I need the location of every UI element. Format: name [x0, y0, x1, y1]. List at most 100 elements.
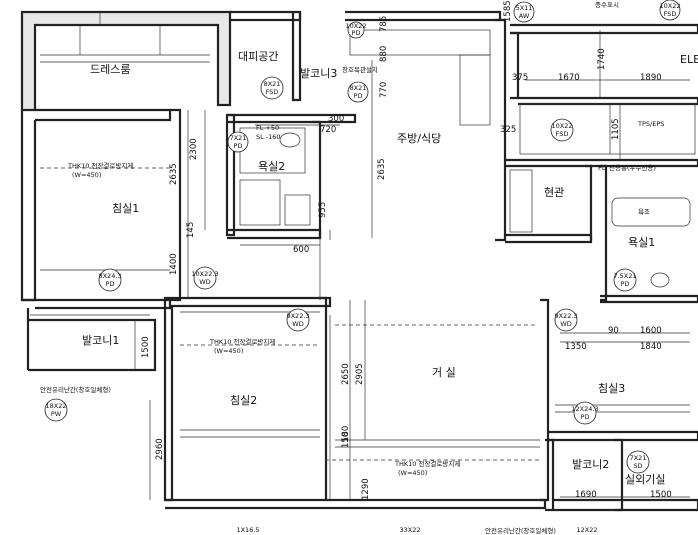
room-kitchen-sub: 창호목관설치: [342, 65, 378, 74]
dim-1290: 1290: [361, 478, 371, 500]
dim-180: 180: [341, 426, 351, 442]
dimensions: 2635 2300 2635 1400 145 600 955 720 300 …: [141, 0, 672, 500]
dim-955: 955: [318, 202, 328, 218]
tag-6-code: 9X22.3: [286, 312, 309, 320]
dim-300: 300: [328, 114, 344, 124]
dim-150: 150: [341, 432, 351, 448]
dim-600: 600: [293, 245, 309, 255]
dim-1400: 1400: [169, 253, 179, 275]
tag-6-type: WD: [292, 320, 303, 328]
tag-8-code: 7.5X21: [613, 272, 636, 280]
tag-2-code: 7X21: [230, 134, 247, 142]
tag-14-code: 10X22: [346, 22, 367, 30]
tag-labels: 8X21 FSD 8X21 PD 7X21 PD 10X22 FSD 8X24.…: [46, 2, 681, 534]
bottom-tag-2: 33X22: [400, 526, 421, 534]
tag-11-type: SD: [633, 462, 642, 470]
note-bath: PD 전용통(우수전용): [598, 163, 656, 172]
note-top-right: 증수표시: [595, 1, 619, 9]
dim-2905: 2905: [355, 363, 365, 385]
tag-11-code: 7X21: [630, 454, 647, 462]
note-ceiling-b1-w: (W=450): [72, 171, 101, 179]
note-railing-left: 안전유리난간(창호일체형): [40, 385, 111, 394]
tag-3-type: FSD: [556, 130, 569, 138]
note-sl: SL -160: [256, 133, 281, 141]
room-tps: TPS/EPS: [637, 120, 664, 128]
room-bath1-bath: 욕조: [638, 208, 650, 216]
walls: [20, 10, 698, 512]
dim-720: 720: [320, 125, 336, 135]
bottom-tag-1: 1X16.5: [236, 526, 259, 534]
room-labels: 드레스룸 침실1 침실2 침실3 대피공간 발코니3 발코니1 발코니2 실외기…: [82, 50, 698, 486]
tag-9-type: PW: [51, 410, 62, 418]
tag-3-code: 10X22: [552, 122, 573, 130]
room-bath2: 욕실2: [258, 160, 285, 173]
note-ceiling-living: THK10 천장결로방지제: [394, 459, 460, 468]
tag-10-type: PD: [581, 413, 590, 421]
dim-1690: 1690: [575, 490, 597, 500]
dim-2960: 2960: [155, 438, 165, 460]
dim-2635b: 2635: [377, 158, 387, 180]
tag-7-type: WD: [560, 320, 571, 328]
note-ceiling-b2: THK10 천장결로방지제: [209, 337, 275, 346]
room-balcony2: 발코니2: [572, 458, 609, 471]
tag-1-type: PD: [354, 92, 363, 100]
tag-4-type: PD: [106, 280, 115, 288]
room-balcony1: 발코니1: [82, 334, 119, 347]
tag-10-code: 12X24.3: [571, 405, 598, 413]
dim-325: 325: [500, 125, 516, 135]
room-bedroom1: 침실1: [112, 202, 139, 215]
note-ceiling-b1: THK10 천장결로방지제: [67, 161, 133, 170]
note-ceiling-living-w: (W=450): [398, 469, 427, 477]
dim-2300: 2300: [189, 138, 199, 160]
tag-13-code: 10X22: [660, 2, 681, 10]
dim-770: 770: [379, 82, 389, 98]
room-bedroom2: 침실2: [230, 394, 257, 407]
room-entrance: 현관: [544, 186, 564, 199]
room-evac: 대피공간: [238, 50, 278, 63]
dim-145: 145: [186, 222, 196, 238]
tag-12-code: 5X11: [516, 4, 533, 12]
tag-0-code: 8X21: [264, 80, 281, 88]
room-bedroom3: 침실3: [598, 382, 625, 395]
room-elev: ELE: [680, 53, 698, 66]
dim-1350: 1350: [565, 342, 587, 352]
dim-1740: 1740: [597, 48, 607, 70]
dim-1670: 1670: [558, 73, 580, 83]
room-outdoor: 실외기실: [625, 473, 665, 486]
bottom-tag-3: 12X22: [577, 526, 598, 534]
note-ceiling-b2-w: (W=450): [214, 347, 243, 355]
tag-5-code: 10X22.3: [191, 270, 218, 278]
tag-2-type: PD: [234, 142, 243, 150]
tag-8-type: PD: [621, 280, 630, 288]
dim-1890: 1890: [640, 73, 662, 83]
room-dress: 드레스룸: [90, 63, 130, 76]
tag-1-code: 8X21: [350, 84, 367, 92]
dim-1105: 1105: [611, 118, 621, 140]
dim-1600: 1600: [640, 326, 662, 336]
tag-12-type: AW: [519, 12, 530, 20]
tag-14-type: PD: [352, 29, 361, 37]
dim-90: 90: [608, 326, 619, 336]
dim-375: 375: [512, 73, 528, 83]
dim-2635a: 2635: [169, 163, 179, 185]
notes: THK10 천장결로방지제 (W=450) THK10 천장결로방지제 (W=4…: [40, 1, 656, 535]
dim-1500a: 1500: [141, 336, 151, 358]
dim-2650: 2650: [341, 363, 351, 385]
room-kitchen: 주방/식당: [397, 132, 441, 145]
tag-0-type: FSD: [266, 88, 279, 96]
dim-1585: 1585: [503, 0, 513, 22]
dim-1840: 1840: [640, 342, 662, 352]
door-tags: [44, 0, 681, 474]
dim-880: 880: [379, 46, 389, 62]
tag-4-code: 8X24.3: [98, 272, 121, 280]
tag-9-code: 18X22: [46, 402, 67, 410]
room-living: 거 실: [432, 366, 456, 379]
note-railing-bottom: 안전유리난간(창호일체형): [485, 526, 556, 535]
room-balcony3: 발코니3: [300, 67, 337, 80]
note-fl: FL +50: [256, 124, 279, 132]
room-bath1: 욕실1: [628, 236, 655, 249]
dim-785: 785: [379, 16, 389, 32]
tag-13-type: FSD: [664, 10, 677, 18]
tag-7-code: 9X22.3: [554, 312, 577, 320]
